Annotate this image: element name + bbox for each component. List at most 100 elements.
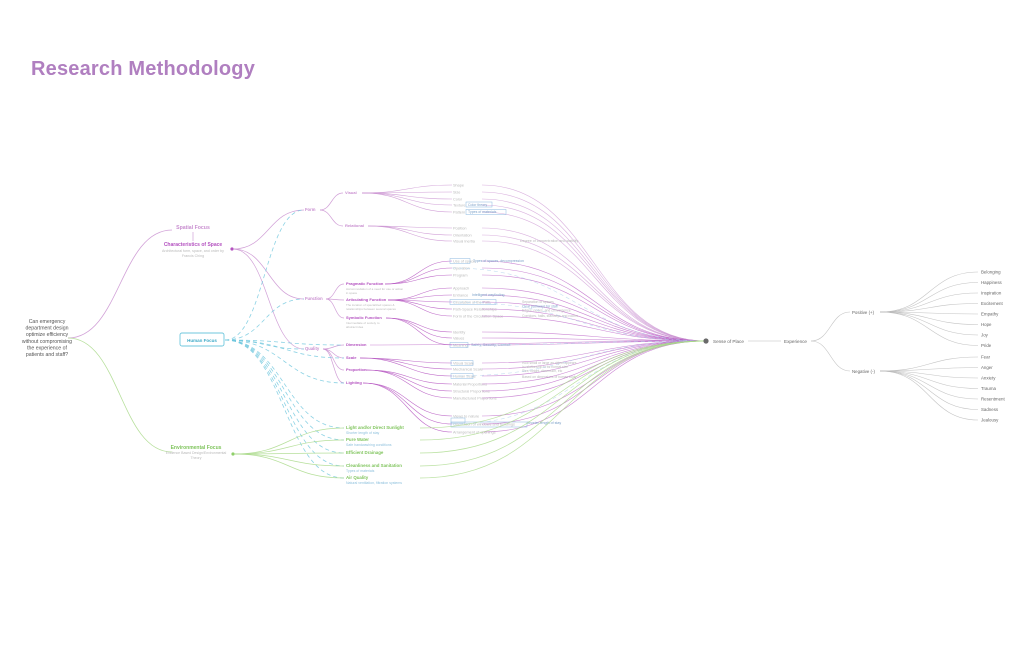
human-focus-link: [224, 298, 305, 341]
relational-node: Relational: [345, 223, 364, 228]
scale-item: Visual Scale: [453, 361, 474, 365]
connector-line: [419, 340, 707, 429]
proportion-node: Proportion: [346, 367, 367, 372]
human-focus-link: [451, 301, 707, 342]
research-question-line: optimize efficiency: [26, 332, 69, 338]
connector-line: [367, 225, 453, 242]
connector-line: [481, 340, 707, 392]
characteristics-source-line: Architectural form, space, and order by: [162, 249, 224, 253]
connector-line: [879, 311, 979, 325]
dimension-node: Dimension: [346, 342, 367, 347]
connector-line: [879, 311, 979, 315]
connector-line: [481, 287, 707, 342]
note-box: [465, 209, 507, 215]
connector-line: [879, 356, 979, 372]
connector-line: [879, 370, 979, 379]
connector-line: [879, 282, 979, 313]
environmental-item: Efficient Drainage: [346, 450, 384, 455]
human-focus-link: [224, 339, 345, 479]
human-focus-link: [451, 340, 707, 377]
connector-line: [879, 271, 979, 313]
connector-line: [233, 439, 345, 455]
visual-item: Color: [453, 197, 463, 201]
environmental-item-sub: Safe handwashing conditions: [346, 443, 392, 447]
connector-line: [322, 344, 345, 350]
connector-line: [365, 369, 453, 399]
connector-line: [359, 357, 453, 370]
connector-line: [481, 184, 707, 342]
environmental-focus-label: Environmental Focus: [171, 445, 222, 451]
environmental-item: Air Quality: [346, 475, 369, 480]
articulating-note: Clear pathways for staff: [522, 305, 558, 309]
articulating-note: Edges, nodes, and convergence: [522, 309, 571, 313]
connector-line: [879, 292, 979, 313]
connector-line: [419, 340, 707, 441]
scale-note: Size, height, dimension, etc: [522, 369, 563, 373]
visual-item: Shape: [453, 183, 464, 187]
connector-line: [481, 340, 707, 370]
sense-of-place-label: Sense of Place: [713, 339, 744, 344]
relational-item: Visual Inertia: [453, 239, 476, 243]
articulating-note: Separation of spaces: [522, 300, 554, 304]
negative-emotion: Jealousy: [981, 418, 999, 423]
pragmatic-item: Use of space: [453, 259, 475, 263]
connector-line: [387, 294, 453, 301]
scale-item: Human Scale: [453, 374, 476, 378]
environmental-item: Cleanliness and Sanitation: [346, 463, 402, 468]
branch-dot: [231, 452, 235, 456]
proportion-item: Material Proportions: [453, 382, 487, 386]
connector-line: [384, 267, 453, 285]
human-focus-link: [224, 339, 345, 429]
human-focus-link: [224, 339, 345, 454]
symbolic-item: Identity: [453, 330, 465, 334]
pragmatic-item: Program: [453, 273, 468, 277]
connector-line: [481, 211, 707, 342]
connector-line: [322, 348, 345, 384]
connector-line: [419, 340, 707, 454]
characteristics-source-line: Francis Ching: [182, 254, 204, 258]
page-title: Research Methodology: [31, 58, 256, 80]
connector-line: [233, 453, 345, 467]
connector-line: [810, 311, 851, 342]
quality-node: Quality: [305, 346, 320, 351]
articulating-sub: relationships between several spaces: [346, 307, 396, 311]
connector-line: [481, 260, 707, 342]
sense-of-place-dot: [703, 338, 709, 344]
connector-line: [879, 367, 979, 372]
research-question-line: without compromising: [22, 339, 72, 345]
connector-line: [385, 317, 453, 339]
connector-line: [325, 298, 345, 319]
symbolic-sub: abstract idea: [346, 325, 364, 329]
connector-line: [419, 340, 707, 479]
note-box: [450, 421, 528, 428]
visual-item: Texture: [453, 203, 465, 207]
proportion-item: Structural Proportions: [453, 389, 490, 393]
connector-line: [362, 382, 453, 433]
connector-line: [810, 340, 851, 372]
visual-note: Color theory: [468, 203, 487, 207]
relational-item: Position: [453, 226, 467, 230]
positive-emotion: Inspiration: [981, 291, 1002, 296]
negative-emotion: Anger: [981, 365, 993, 370]
positive-emotion: Empathy: [981, 312, 999, 317]
environmental-item: Pure Water: [346, 437, 369, 442]
positive-emotion: Hope: [981, 322, 992, 327]
lighting-item: Orientation of windows and buildings: [453, 422, 515, 426]
connector-line: [233, 427, 345, 455]
connector-line: [361, 192, 453, 213]
connector-line: [319, 209, 344, 227]
connector-line: [325, 283, 345, 300]
symbolic-item: Meaning: [453, 343, 468, 347]
connector-line: [384, 274, 453, 285]
human-focus-link: [224, 339, 345, 467]
visual-note: Types of materials: [468, 210, 497, 214]
connector-line: [879, 303, 979, 313]
visual-node: Visual: [345, 190, 357, 195]
articulating-item: Form of the Circulation Space: [453, 314, 503, 318]
positive-label: Positive (+): [852, 310, 875, 315]
human-focus-box: [179, 332, 225, 347]
scale-note: How small or large an object appears: [522, 361, 577, 365]
human-focus-link: [224, 339, 345, 441]
connector-line: [67, 337, 173, 453]
